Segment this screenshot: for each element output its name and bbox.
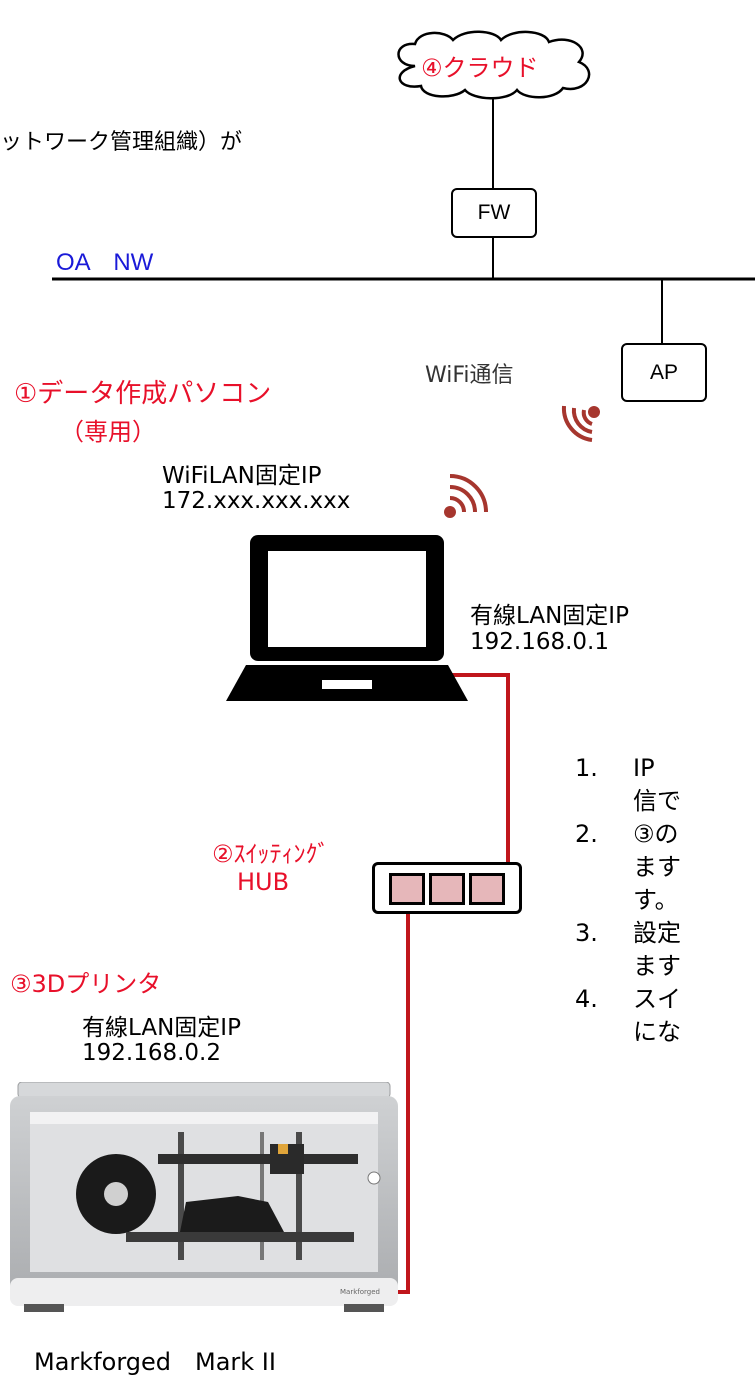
step-text-continued: す。	[633, 886, 679, 914]
cloud-label: ④クラウド	[421, 54, 539, 82]
step-text: ③の	[633, 820, 679, 848]
printer-brand-mark: Markforged	[340, 1288, 380, 1296]
printer-model: Markforged Mark II	[34, 1348, 276, 1376]
hub-port	[389, 873, 425, 905]
firewall-label: FW	[477, 201, 511, 224]
step-text: スイ	[633, 985, 681, 1013]
pc-wifi-ip: 172.xxx.xxx.xxx	[162, 488, 351, 514]
cloud-icon	[397, 30, 591, 100]
printer-image: Markforged	[10, 1082, 398, 1312]
printer-ip: 192.168.0.2	[82, 1040, 221, 1066]
pc-subtitle: （専用）	[60, 418, 156, 446]
step-text-continued: 信で	[633, 787, 681, 815]
printer-title: ③3Dプリンタ	[10, 970, 162, 998]
network-label: OA NW	[56, 249, 154, 276]
printer-ip-label: 有線LAN固定IP	[82, 1015, 241, 1041]
step-item: 4. スイ	[575, 983, 681, 1016]
step-text-continued: ます	[633, 952, 681, 980]
wifi-comm-label: WiFi通信	[425, 363, 514, 388]
step-item: 2. ③の	[575, 818, 681, 851]
step-text-continued: にな	[633, 1018, 681, 1046]
step-text-continued: ます	[633, 853, 681, 881]
pc-title: ①データ作成パソコン	[14, 379, 272, 409]
hub-title-line1: ②ｽｲｯﾃｨﾝｸﾞ	[212, 840, 330, 868]
pc-wired-ip: 192.168.0.1	[470, 629, 609, 655]
hub-port	[469, 873, 505, 905]
step-item: 1. IP	[575, 752, 681, 785]
laptop-wifi-icon	[444, 474, 488, 518]
wifi-signal-icon	[561, 405, 600, 442]
step-text: 設定	[633, 919, 681, 947]
hub-port	[429, 873, 465, 905]
pc-wired-ip-label: 有線LAN固定IP	[470, 603, 629, 629]
step-number: 4.	[575, 985, 598, 1013]
cloud-node: ④クラウド	[385, 28, 600, 100]
step-text: IP	[633, 754, 655, 782]
pc-wifi-ip-label: WiFiLAN固定IP	[162, 463, 322, 489]
firewall-box: FW	[451, 188, 537, 238]
pc-hub-cable	[452, 673, 510, 905]
step-number: 2.	[575, 820, 598, 848]
switching-hub	[372, 862, 522, 914]
access-point-label: AP	[649, 360, 678, 384]
step-number: 3.	[575, 919, 598, 947]
hub-title-line2: HUB	[237, 868, 290, 896]
header-text: ットワーク管理組織）が	[0, 129, 243, 154]
step-item: 3. 設定	[575, 917, 681, 950]
access-point-box: AP	[621, 343, 707, 402]
laptop-icon	[226, 535, 468, 701]
hub-printer-cable	[398, 905, 410, 1294]
steps-list: 1. IP 信で 2. ③の ます す。 3. 設定 ます 4. スイ にな	[575, 752, 681, 1049]
step-number: 1.	[575, 754, 598, 782]
